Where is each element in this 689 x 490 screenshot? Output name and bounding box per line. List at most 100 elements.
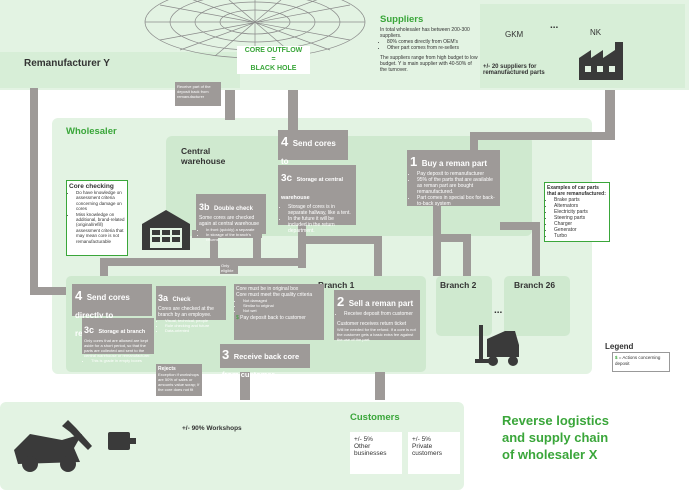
flow-connector: [100, 258, 108, 288]
flow-connector: [470, 132, 478, 152]
legend-box: $ = Actions concerning deposit: [612, 352, 670, 372]
step3-number: 3: [222, 347, 230, 362]
flow-connector: [30, 88, 38, 294]
step3c-central-bullets: Storage of cores is in separate hallway,…: [281, 204, 353, 234]
flow-connector: [288, 90, 298, 132]
step1-buy-box: 1 Buy a reman part Pay deposit to remanu…: [407, 150, 500, 207]
core-criteria-bullet: Not damaged: [243, 298, 322, 303]
private-customers-box: +/- 5% Private customers: [408, 432, 460, 474]
flow-connector: [433, 204, 441, 276]
step3a-bullet: Data-oriented: [165, 328, 224, 333]
other-pct: +/- 5%: [354, 436, 373, 443]
core-criteria-line2: Core must meet the quality criteria: [236, 292, 313, 298]
suppliers-text: In total wholesaler has between 200-300 …: [380, 27, 480, 73]
core-outflow-box: CORE OUTFLOW = BLACK HOLE: [237, 46, 310, 74]
step3c-central-bullet: Storage of cores is in separate hallway,…: [288, 204, 353, 216]
forklift-icon: [475, 325, 519, 366]
flow-connector: [30, 287, 72, 295]
core-checking-box: Core checking Do have knowledge on asses…: [66, 180, 128, 256]
core-criteria-bullets: Not damaged Similar to original Not wet: [236, 298, 322, 313]
remanufacturer-y-label: Remanufacturer Y: [24, 58, 110, 69]
step1-bullets: Pay deposit to remanufacturer 95% of the…: [410, 171, 497, 207]
step4-number: 4: [281, 134, 289, 149]
car-part-item: Generator: [554, 227, 607, 233]
flow-connector: [470, 132, 615, 140]
flow-connector: [100, 258, 300, 266]
step2-sub: Will be needed for the refund. If a core…: [337, 327, 416, 342]
step3c-central-box: 3c Storage at central warehouse Storage …: [278, 165, 356, 234]
core-criteria-pay: $ Pay deposit back to customer: [236, 315, 306, 321]
core-checking-bullet: Miss knowledge on additional, brand-rela…: [76, 212, 125, 244]
warehouse-icon: [142, 210, 190, 250]
central-warehouse-label: Central warehouse: [181, 146, 226, 166]
other-label: Other businesses: [354, 443, 387, 457]
car-parts-box: Examples of car parts that are remanufac…: [544, 182, 610, 242]
core-criteria-box: Core must be in original box Core must m…: [234, 284, 324, 340]
core-criteria-bullet: Similar to original: [243, 303, 322, 308]
step3b-bullet: In storage of the branch's returns: [206, 232, 263, 242]
flow-connector: [500, 222, 540, 230]
flow-connector: [192, 230, 262, 238]
step3c-central-bullet: In the future it will be included in the…: [288, 216, 353, 234]
suppliers-bullet: 80% comes directly from OEM's: [387, 39, 480, 45]
step3a-bullet: Visual, technical, people: [165, 318, 224, 323]
step3c-branch-desc: Only cores that are allowed are kept asi…: [84, 338, 151, 358]
core-criteria-line1: Core must be in original box: [236, 286, 299, 292]
wholesaler-label: Wholesaler: [66, 126, 117, 137]
only-eligible-label: Only eligible: [220, 262, 238, 274]
step1-text: Buy a reman part: [421, 159, 488, 168]
flow-connector: [253, 218, 261, 266]
step3a-number: 3a: [158, 293, 169, 303]
flow-connector: [463, 234, 471, 276]
step1-bullet: 95% of the parts that are available as r…: [417, 177, 497, 195]
flow-connector: [605, 90, 615, 138]
step1-bullet: Pay deposit to remanufacturer: [417, 171, 497, 177]
main-title-line3: of wholesaler X: [502, 447, 598, 462]
step3a-bullet: Rule checking and future: [165, 323, 224, 328]
car-part-item: Steering parts: [554, 215, 607, 221]
car-part-item: Alternators: [554, 203, 607, 209]
core-outflow-eq: =: [271, 56, 276, 63]
car-part-item: Turbo: [554, 233, 607, 239]
step3c-branch-text: Storage at branch: [98, 329, 146, 335]
step3b-desc: Some cores are checked again at central …: [199, 215, 260, 227]
legend-item: = Actions concerning deposit: [615, 355, 661, 366]
step3c-central-text: Storage at central warehouse: [281, 177, 344, 201]
step3c-branch-bullets: This is grade in empty boxes: [84, 358, 152, 363]
car-part-item: Electricity parts: [554, 209, 607, 215]
flow-connector: [306, 236, 382, 244]
main-title-line1: Reverse logistics: [502, 413, 609, 428]
car-part-item: Brake parts: [554, 197, 607, 203]
step2-bullets: Receive deposit from customer: [337, 311, 417, 317]
flow-connector: [298, 224, 306, 268]
step3b-box: 3b Double check Some cores are checked a…: [196, 194, 266, 242]
step3b-bullets: In front (quickly) a separate In storage…: [199, 227, 263, 242]
step3b-bullet: In front (quickly) a separate: [206, 227, 263, 232]
step3c-branch-box: 3c Storage at branch Only cores that are…: [82, 318, 154, 363]
other-businesses-box: +/- 5% Other businesses: [350, 432, 402, 474]
flow-connector: [210, 238, 218, 266]
flow-connector: [374, 236, 382, 294]
suppliers-line1: In total wholesaler has between 200-300 …: [380, 27, 470, 39]
customers-title: Customers: [350, 412, 400, 423]
core-checking-bullet: Do have knowledge on assessment criteria…: [76, 190, 125, 212]
rejects-box: Rejects Exception if workshops are 50% o…: [156, 364, 202, 396]
legend-title: Legend: [605, 342, 634, 351]
step1-number: 1: [410, 154, 418, 169]
branch26-label: Branch 26: [514, 280, 556, 290]
supplier-count: +/- 20 suppliers for remanufactured part…: [483, 64, 545, 76]
flow-connector: [441, 234, 471, 242]
step3-receive-box: 3 Receive back core from customer: [220, 344, 310, 379]
supplier-dots: ...: [550, 20, 559, 31]
step2-line: Customer receives return ticket: [337, 321, 407, 327]
step2-bullet: Receive deposit from customer: [344, 311, 417, 317]
flow-connector: [225, 90, 235, 120]
private-pct: +/- 5%: [412, 436, 431, 443]
receive-deposit-text: Receive part of the deposit back from re…: [177, 84, 211, 99]
core-outflow-line1: CORE OUTFLOW: [244, 47, 303, 54]
step3c-branch-bullet: This is grade in empty boxes: [91, 358, 152, 363]
nk-label: NK: [590, 28, 602, 37]
step2-text: Sell a reman part: [348, 299, 414, 308]
step3a-box: 3a Check Cores are checked at the branch…: [156, 286, 226, 333]
suppliers-bullets: 80% comes directly from OEM's Other part…: [380, 39, 480, 51]
